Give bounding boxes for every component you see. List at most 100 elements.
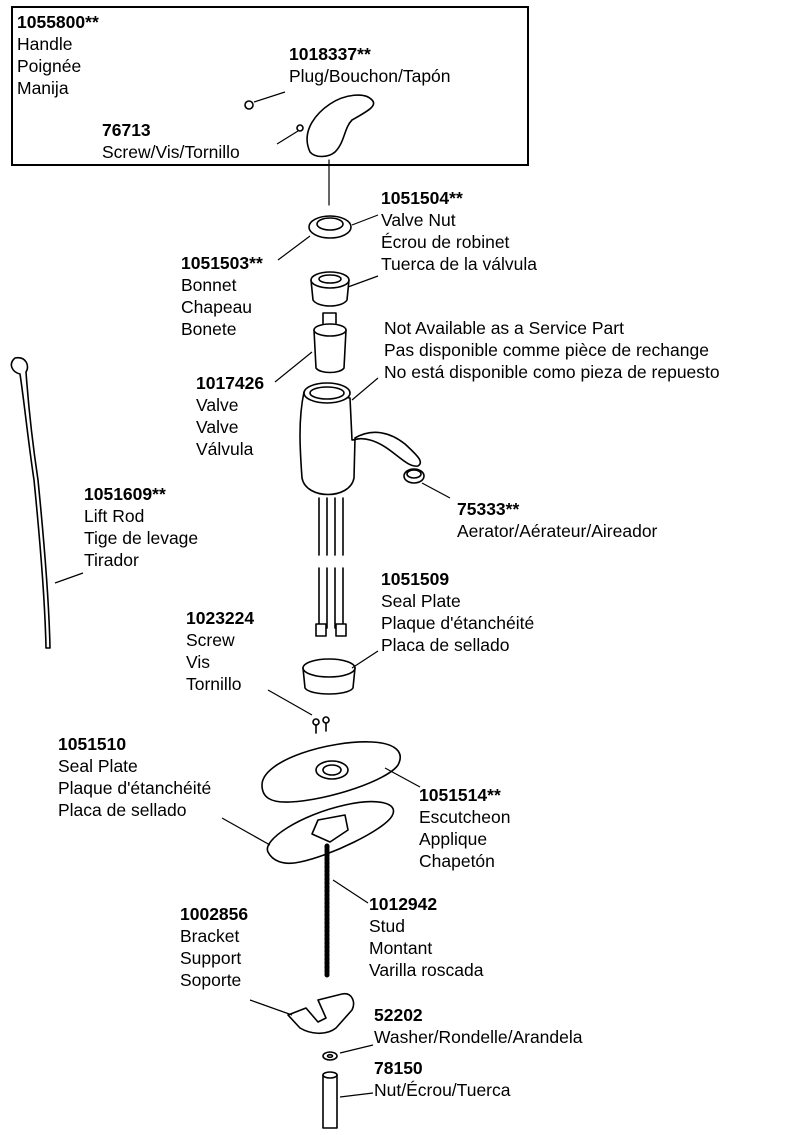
leader-screw-1023224 <box>267 689 313 716</box>
part-number: 1055800** <box>17 12 99 32</box>
part-number: 1051510 <box>58 734 127 754</box>
note-fr: Pas disponible comme pièce de rechange <box>384 340 709 360</box>
screw-1023224-part <box>312 718 320 726</box>
faucet-body <box>299 391 422 496</box>
plug-label: 1018337** Plug/Bouchon/Tapón <box>289 43 451 87</box>
part-name-en: Bracket <box>180 926 240 946</box>
leader-seal-plate-top <box>351 650 379 669</box>
leader-washer <box>339 1044 374 1054</box>
part-name-en: Escutcheon <box>419 807 511 827</box>
part-name-es: Chapetón <box>419 851 495 871</box>
lift-rod-part <box>10 356 51 649</box>
washer-label: 52202 Washer/Rondelle/Arandela <box>374 1004 583 1048</box>
note-en: Not Available as a Service Part <box>384 318 624 338</box>
part-name-es: Placa de sellado <box>58 800 187 820</box>
leader-nut <box>339 1092 374 1098</box>
leader-aerator <box>421 482 451 499</box>
part-number: 1051509 <box>381 569 450 589</box>
part-name-en: Seal Plate <box>58 756 138 776</box>
stud-label: 1012942 Stud Montant Varilla roscada <box>369 893 483 981</box>
part-name: Nut/Écrou/Tuerca <box>374 1080 511 1100</box>
part-number: 76713 <box>102 120 151 140</box>
seal-plate-bottom-label: 1051510 Seal Plate Plaque d'étanchéité P… <box>58 733 211 821</box>
part-name-es: Manija <box>17 78 69 98</box>
valve-label: 1017426 Valve Valve Válvula <box>196 372 264 460</box>
part-name-fr: Plaque d'étanchéité <box>58 778 212 798</box>
part-name-en: Lift Rod <box>84 506 145 526</box>
part-name-fr: Poignée <box>17 56 82 76</box>
part-number: 1051504** <box>381 188 463 208</box>
part-name-es: Válvula <box>196 439 254 459</box>
leader-bonnet-cap <box>347 275 379 288</box>
not-available-note: Not Available as a Service Part Pas disp… <box>384 317 720 383</box>
part-name-es: Tirador <box>84 550 139 570</box>
part-number: 1012942 <box>369 894 438 914</box>
leader-lift-rod <box>54 572 84 584</box>
nut-part <box>322 1074 338 1129</box>
part-name-en: Seal Plate <box>381 591 461 611</box>
part-name-es: Bonete <box>181 319 237 339</box>
part-number: 1002856 <box>180 904 249 924</box>
part-name-fr: Valve <box>196 417 239 437</box>
leader-bracket <box>249 999 293 1016</box>
part-name-en: Valve Nut <box>381 210 456 230</box>
part-name-es: Placa de sellado <box>381 635 510 655</box>
part-number: 52202 <box>374 1005 423 1025</box>
part-name: Washer/Rondelle/Arandela <box>374 1027 583 1047</box>
handle-lever <box>306 94 375 158</box>
valve-nut-label: 1051504** Valve Nut Écrou de robinet Tue… <box>381 187 537 275</box>
leader-valve-nut <box>351 214 379 226</box>
handle-label: 1055800** Handle Poignée Manija <box>17 11 99 99</box>
part-number: 1051514** <box>419 785 501 805</box>
seal-plate-top-label: 1051509 Seal Plate Plaque d'étanchéité P… <box>381 568 534 656</box>
aerator-label: 75333** Aerator/Aérateur/Aireador <box>457 498 657 542</box>
bracket-label: 1002856 Bracket Support Soporte <box>180 903 248 991</box>
screw-76713-part <box>296 124 304 132</box>
lift-rod-label: 1051609** Lift Rod Tige de levage Tirado… <box>84 483 198 571</box>
leader-escutcheon <box>384 767 421 788</box>
part-name: Plug/Bouchon/Tapón <box>289 66 451 86</box>
part-number: 1017426 <box>196 373 265 393</box>
note-es: No está disponible como pieza de repuest… <box>384 362 720 382</box>
part-name-en: Screw <box>186 630 235 650</box>
part-name-en: Handle <box>17 34 73 54</box>
nut-label: 78150 Nut/Écrou/Tuerca <box>374 1057 511 1101</box>
leader-screw-76713 <box>276 130 299 145</box>
part-name-es: Tornillo <box>186 674 242 694</box>
leader-plug <box>253 91 286 103</box>
leader-not-available <box>351 377 379 401</box>
part-name-fr: Plaque d'étanchéité <box>381 613 535 633</box>
part-number: 1018337** <box>289 44 371 64</box>
part-number: 1051609** <box>84 484 166 504</box>
part-name-en: Stud <box>369 916 405 936</box>
part-name-fr: Montant <box>369 938 433 958</box>
part-name-es: Varilla roscada <box>369 960 484 980</box>
part-number: 1051503** <box>181 253 263 273</box>
part-number: 78150 <box>374 1058 423 1078</box>
screw-1023224-label: 1023224 Screw Vis Tornillo <box>186 607 254 695</box>
part-name-fr: Applique <box>419 829 488 849</box>
part-name-fr: Chapeau <box>181 297 253 317</box>
screw-76713-label: 76713 Screw/Vis/Tornillo <box>102 119 240 163</box>
bonnet-label: 1051503** Bonnet Chapeau Bonete <box>181 252 263 340</box>
part-name-es: Soporte <box>180 970 242 990</box>
leader-valve <box>274 351 313 383</box>
part-number: 75333** <box>457 499 520 519</box>
part-name: Aerator/Aérateur/Aireador <box>457 521 658 541</box>
handle-kit-box <box>11 6 529 166</box>
leader-bonnet <box>277 235 311 261</box>
part-name: Screw/Vis/Tornillo <box>102 142 240 162</box>
escutcheon-label: 1051514** Escutcheon Applique Chapetón <box>419 784 510 872</box>
leader-stud <box>332 879 369 904</box>
part-name-fr: Support <box>180 948 242 968</box>
part-name-en: Bonnet <box>181 275 237 295</box>
valve-part <box>313 329 347 374</box>
part-name-es: Tuerca de la válvula <box>381 254 537 274</box>
part-name-fr: Vis <box>186 652 210 672</box>
bracket-part <box>287 992 355 1035</box>
leader-seal-plate-bottom <box>221 817 271 846</box>
plug-part <box>244 100 254 110</box>
part-name-fr: Écrou de robinet <box>381 232 510 252</box>
part-name-en: Valve <box>196 395 239 415</box>
